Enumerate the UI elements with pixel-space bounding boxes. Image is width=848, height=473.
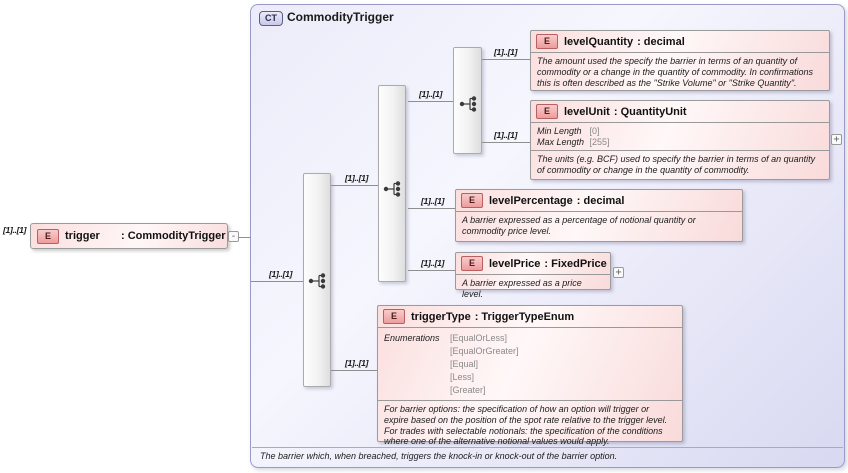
divider [456,274,610,275]
connector-line [408,270,455,271]
divider [531,122,829,123]
sequence-icon [459,96,476,112]
element-type: : decimal [637,35,685,48]
divider [456,211,742,212]
connector-line [331,185,378,186]
connector-line [251,281,303,282]
element-header: E triggerType : TriggerTypeEnum [378,306,682,327]
element-header: E levelUnit : QuantityUnit [531,101,829,122]
divider [378,400,682,401]
element-name: levelQuantity [564,35,634,48]
expand-button[interactable]: + [613,267,624,278]
complex-type-icon: CT [259,11,283,26]
element-icon: E [461,256,483,271]
facet-row: Min Length [0] [537,126,823,137]
facet-label: Min Length [537,126,582,136]
collapse-button[interactable]: - [228,231,239,242]
connector-line [482,142,530,143]
sequence-icon [308,273,326,289]
facet-label: Max Length [537,137,585,147]
element-levelQuantity[interactable]: E levelQuantity : decimal The amount use… [530,30,830,91]
connector-line [408,208,455,209]
element-icon: E [536,34,558,49]
enumeration-facet: Enumerations [EqualOrLess] [EqualOrGreat… [378,328,682,400]
connector-line [482,59,530,60]
element-documentation: The amount used the specify the barrier … [537,56,813,88]
element-levelPrice[interactable]: E levelPrice : FixedPrice A barrier expr… [455,252,611,299]
element-header: E levelPercentage : decimal [456,190,742,211]
sequence-connector[interactable] [453,47,482,154]
element-triggerType[interactable]: E triggerType : TriggerTypeEnum Enumerat… [377,305,683,446]
complex-type-doc-section: The barrier which, when breached, trigge… [252,447,843,466]
element-type: : decimal [576,194,625,207]
element-documentation: For barrier options: the specification o… [384,404,668,447]
element-documentation: A barrier expressed as a price level. [462,278,582,299]
element-icon: E [383,309,405,324]
divider [531,150,829,151]
element-documentation: A barrier expressed as a percentage of n… [462,215,696,236]
sequence-connector[interactable] [378,85,406,282]
element-type: : FixedPrice [544,257,607,270]
element-name: levelPercentage [489,194,573,207]
element-name: levelPrice [489,257,541,270]
cardinality-label: [1]..[1] [269,269,293,279]
enumeration-value: [Greater] [450,385,486,395]
enumeration-value: [Equal] [450,359,479,369]
cardinality-label: [1]..[1] [421,258,445,268]
cardinality-label: [1]..[1] [3,225,27,235]
enumerations-label: Enumerations [384,333,440,343]
cardinality-label: [1]..[1] [421,196,445,206]
element-icon: E [37,228,59,244]
cardinality-label: [1]..[1] [345,358,369,368]
element-header: E levelQuantity : decimal [531,31,829,52]
cardinality-label: [1]..[1] [494,130,518,140]
connector-line [331,370,377,371]
connector-line [408,101,453,102]
facet-row: Max Length [255] [537,137,823,148]
element-name: trigger [65,230,100,242]
element-levelUnit[interactable]: E levelUnit : QuantityUnit Min Length [0… [530,100,830,180]
element-type: : QuantityUnit [613,105,687,118]
expand-button[interactable]: + [831,134,842,145]
sequence-connector[interactable] [303,173,331,387]
divider [378,327,682,328]
complex-type-documentation: The barrier which, when breached, trigge… [260,451,618,461]
facet-list: Min Length [0] Max Length [255] [531,123,829,150]
element-type: : TriggerTypeEnum [474,310,575,323]
element-header: E levelPrice : FixedPrice [456,253,610,274]
sequence-icon [383,181,401,197]
complex-type-title: CommodityTrigger [287,10,394,24]
element-trigger[interactable]: E trigger : CommodityTrigger [30,223,228,249]
element-icon: E [536,104,558,119]
enumeration-values: [EqualOrLess] [EqualOrGreater] [Equal] [… [450,332,519,397]
facet-value: [0] [589,126,600,136]
enumeration-value: [Less] [450,372,475,382]
cardinality-label: [1]..[1] [345,173,369,183]
cardinality-label: [1]..[1] [419,89,443,99]
cardinality-label: [1]..[1] [494,47,518,57]
enumeration-value: [EqualOrLess] [450,333,508,343]
element-icon: E [461,193,483,208]
connector-line [228,237,251,238]
divider [531,52,829,53]
divider [252,447,843,448]
element-name: triggerType [411,310,471,323]
element-name: levelUnit [564,105,610,118]
enumeration-value: [EqualOrGreater] [450,346,519,356]
element-levelPercentage[interactable]: E levelPercentage : decimal A barrier ex… [455,189,743,242]
element-type: : CommodityTrigger [121,230,226,242]
facet-value: [255] [589,137,610,147]
element-documentation: The units (e.g. BCF) used to specify the… [537,154,816,175]
